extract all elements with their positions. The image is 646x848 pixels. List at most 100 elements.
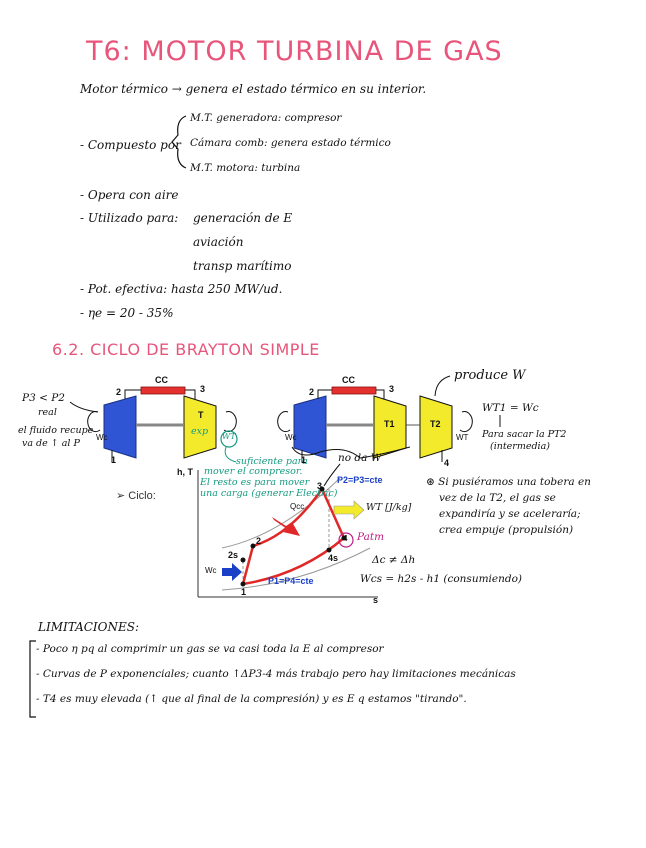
use-2: aviación <box>193 235 244 249</box>
limits-bracket <box>29 640 36 718</box>
compressor-right <box>293 395 327 459</box>
isobar-low <box>221 547 371 591</box>
point-4 <box>341 535 347 541</box>
used-label: - Utilizado para: <box>80 211 179 225</box>
limits-title: LIMITACIONES: <box>38 620 140 634</box>
note-pressure: P3 < P2 <box>22 392 65 404</box>
axis-x-label: s <box>373 595 379 605</box>
rotation-wt-right <box>459 411 473 433</box>
use-3: transp marítimo <box>193 259 292 273</box>
label-4s: 4s <box>328 553 339 563</box>
label-3: 3 <box>317 481 323 491</box>
component-1: M.T. generadora: compresor <box>190 112 342 124</box>
label-2s: 2s <box>228 550 239 560</box>
use-1: generación de E <box>193 211 293 225</box>
flow-2-right <box>317 389 332 399</box>
label-2: 2 <box>256 536 262 546</box>
power-line: - Pot. efectiva: hasta 250 MW/ud. <box>80 282 283 296</box>
eq-note-1: Para sacar la PT2 <box>482 429 567 440</box>
node-3-left: 3 <box>200 384 206 394</box>
wc-label-right: Wc <box>285 433 297 442</box>
flow-3-left <box>185 389 196 399</box>
cc-label-right: CC <box>342 375 355 385</box>
limit-item-1: - Poco η pq al comprimir un gas se va ca… <box>36 643 384 655</box>
side-note-1: ⊛ Si pusiéramos una tobera en <box>426 476 591 488</box>
note-fluid-2: va de ↑ al P <box>22 438 80 449</box>
teal-note-4: una carga (generar Electric) <box>200 488 338 499</box>
compressor-left <box>103 395 137 459</box>
turbine-2-right <box>419 395 453 459</box>
flow-2-left <box>124 389 141 399</box>
heat-arrow <box>272 517 300 536</box>
wt-circle-left <box>220 430 238 448</box>
operates-line: - Opera con aire <box>80 188 179 202</box>
side-note-4: crea empuje (propulsión) <box>439 524 574 536</box>
note-real: real <box>38 407 57 418</box>
node-4-right: 4 <box>444 458 450 468</box>
node-2-right: 2 <box>309 387 315 397</box>
produce-w: produce W <box>454 368 526 383</box>
wt-label-left: WT <box>222 432 236 441</box>
eq-note-2: (intermedia) <box>490 441 550 452</box>
composed-label: - Compuesto por <box>80 138 181 152</box>
exp-label: exp <box>191 426 209 437</box>
teal-note-2: mover el compresor. <box>204 466 303 477</box>
note-pointer-left <box>69 401 99 413</box>
point-2s <box>240 557 246 563</box>
point-3 <box>319 486 325 492</box>
side-note-2: vez de la T2, el gas se <box>439 492 556 504</box>
note-fluid-1: el fluido recupe <box>18 425 94 436</box>
no-da-w: no da W <box>338 452 382 464</box>
wc-arrow <box>222 563 242 581</box>
point-1 <box>240 581 246 587</box>
rotation-wt-left <box>223 411 237 433</box>
axis-y-label: h, T <box>177 467 193 477</box>
node-1-right: 1 <box>301 455 307 465</box>
patm-label: Patm <box>357 531 385 543</box>
label-4: 4 <box>343 534 348 543</box>
no-da-w-bracket <box>291 446 411 459</box>
wt-chart-label: WT [J/kg] <box>366 502 412 513</box>
eq-wt1-wc: WT1 = Wc <box>482 402 539 414</box>
section-title: 6.2. CICLO DE BRAYTON SIMPLE <box>52 340 320 359</box>
teal-pointer <box>224 446 237 463</box>
produce-pointer <box>434 375 451 397</box>
combustor-left <box>140 386 186 395</box>
p-high-label: P2=P3=cte <box>337 475 383 485</box>
cc-label-left: CC <box>155 375 168 385</box>
label-1: 1 <box>241 587 247 597</box>
limit-item-3: - T4 es muy elevada (↑ que al final de l… <box>36 693 467 705</box>
node-1-left: 1 <box>111 455 117 465</box>
point-4s <box>326 547 332 553</box>
teal-note-1: suficiente para <box>236 456 308 467</box>
wt-arrow <box>333 500 365 520</box>
wc-chart-label: Wc <box>205 566 217 575</box>
p-low-label: P1=P4=cte <box>268 576 314 586</box>
turbine-2-label: T2 <box>430 419 441 429</box>
limit-item-2: - Curvas de P exponenciales; cuanto ↑ΔP3… <box>36 668 516 680</box>
turbine-left <box>183 395 217 459</box>
rotation-wc-right <box>277 411 291 433</box>
point-2 <box>250 543 256 549</box>
intro-line-1: Motor térmico → genera el estado térmico… <box>80 82 427 96</box>
component-3: M.T. motora: turbina <box>190 162 301 174</box>
node-3-right: 3 <box>389 384 395 394</box>
efficiency-line: - ηe = 20 - 35% <box>80 306 174 320</box>
node-2-left: 2 <box>116 387 122 397</box>
flow-3-right <box>376 389 385 399</box>
ciclo-label: ➢ Ciclo: <box>116 490 156 502</box>
dc-neq-dh: Δc ≠ Δh <box>372 554 416 566</box>
patm-circle <box>338 532 354 548</box>
side-note-3: expandiría y se aceleraría; <box>439 508 581 520</box>
wt-label-right: WT <box>456 433 469 442</box>
cycle-curve <box>241 486 346 586</box>
no-da-pointer <box>323 463 341 487</box>
turbine-1-label: T1 <box>384 419 395 429</box>
brace-composed <box>171 115 187 169</box>
wc-label-left: Wc <box>96 433 108 442</box>
wcs-formula: Wcs = h2s - h1 (consumiendo) <box>360 573 523 585</box>
qcc-label: Qcc <box>290 502 305 511</box>
page-title: T6: MOTOR TURBINA DE GAS <box>86 36 503 67</box>
